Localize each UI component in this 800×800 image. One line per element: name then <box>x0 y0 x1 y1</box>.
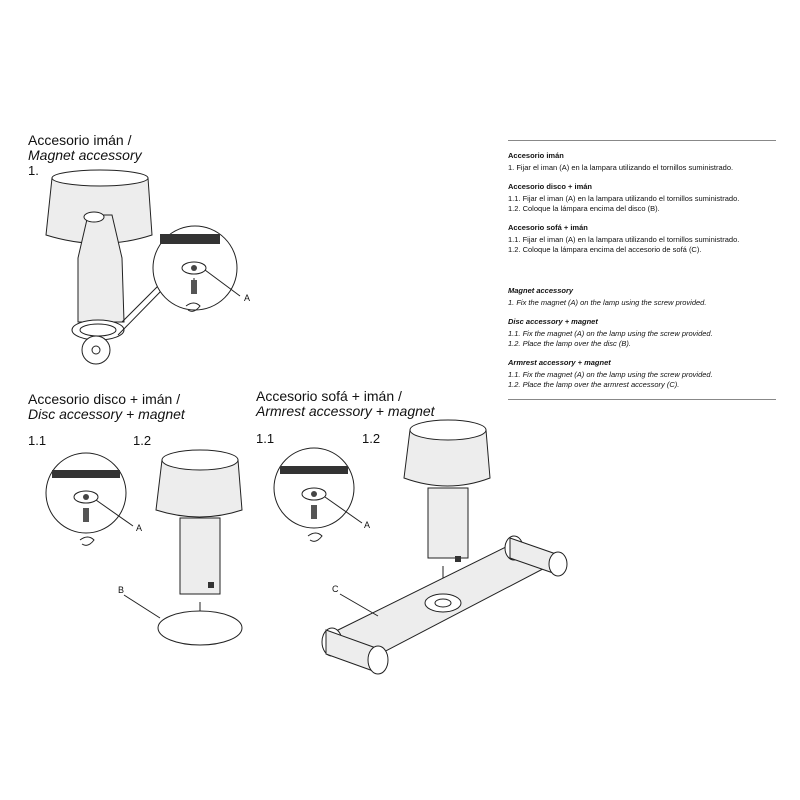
section-line: 1. Fix the magnet (A) on the lamp using … <box>508 298 707 307</box>
section-title: Accesorio imán <box>508 151 564 160</box>
bottom-divider <box>508 399 776 400</box>
disc-title-es: Accesorio disco + imán / <box>28 391 181 407</box>
en-section-disc: Disc accessory + magnet 1.1. Fix the mag… <box>508 317 776 349</box>
section-line: 1.2. Coloque la lámpara encima del acces… <box>508 245 702 254</box>
disc-callout-b: B <box>118 585 125 595</box>
sofa-step-1-2: 1.2 <box>362 431 381 446</box>
magnet-callout-a: A <box>244 293 251 303</box>
sofa-callout-c: C <box>332 584 339 594</box>
section-line: 1.2. Place the lamp over the armrest acc… <box>508 380 680 389</box>
en-section-magnet: Magnet accessory 1. Fix the magnet (A) o… <box>508 286 776 308</box>
es-section-disc: Accesorio disco + imán 1.1. Fijar el ima… <box>508 182 776 214</box>
section-title: Accesorio disco + imán <box>508 182 592 191</box>
disc-title-en: Disc accessory + magnet <box>28 406 185 422</box>
section-line: 1.1. Fix the magnet (A) on the lamp usin… <box>508 370 713 379</box>
disc-step-1-2: 1.2 <box>133 433 152 448</box>
magnet-step-number: 1. <box>28 163 39 178</box>
section-line: 1.1. Fijar el iman (A) en la lampara uti… <box>508 235 740 244</box>
section-title: Armrest accessory + magnet <box>508 358 611 367</box>
es-section-sofa: Accesorio sofá + imán 1.1. Fijar el iman… <box>508 223 776 255</box>
es-section-magnet: Accesorio imán 1. Fijar el iman (A) en l… <box>508 151 776 173</box>
disc-step-1-1: 1.1 <box>28 433 47 448</box>
sofa-title-en: Armrest accessory + magnet <box>256 403 435 419</box>
magnet-title-es: Accesorio imán / <box>28 132 132 148</box>
magnet-title-en: Magnet accessory <box>28 147 142 163</box>
sofa-step-1-1: 1.1 <box>256 431 275 446</box>
sofa-title-es: Accesorio sofá + imán / <box>256 388 402 404</box>
section-line: 1.2. Place the lamp over the disc (B). <box>508 339 631 348</box>
en-section-armrest: Armrest accessory + magnet 1.1. Fix the … <box>508 358 776 390</box>
section-line: 1.1. Fix the magnet (A) on the lamp usin… <box>508 329 713 338</box>
section-title: Magnet accessory <box>508 286 574 295</box>
section-line: 1.2. Coloque la lámpara encima del disco… <box>508 204 660 213</box>
section-title: Accesorio sofá + imán <box>508 223 588 232</box>
sofa-callout-a: A <box>364 520 371 530</box>
section-title: Disc accessory + magnet <box>508 317 598 326</box>
disc-callout-a: A <box>136 523 143 533</box>
section-line: 1. Fijar el iman (A) en la lampara utili… <box>508 163 734 172</box>
section-line: 1.1. Fijar el iman (A) en la lampara uti… <box>508 194 740 203</box>
top-divider <box>508 140 776 141</box>
instructions-panel: Accesorio imán 1. Fijar el iman (A) en l… <box>508 140 776 400</box>
